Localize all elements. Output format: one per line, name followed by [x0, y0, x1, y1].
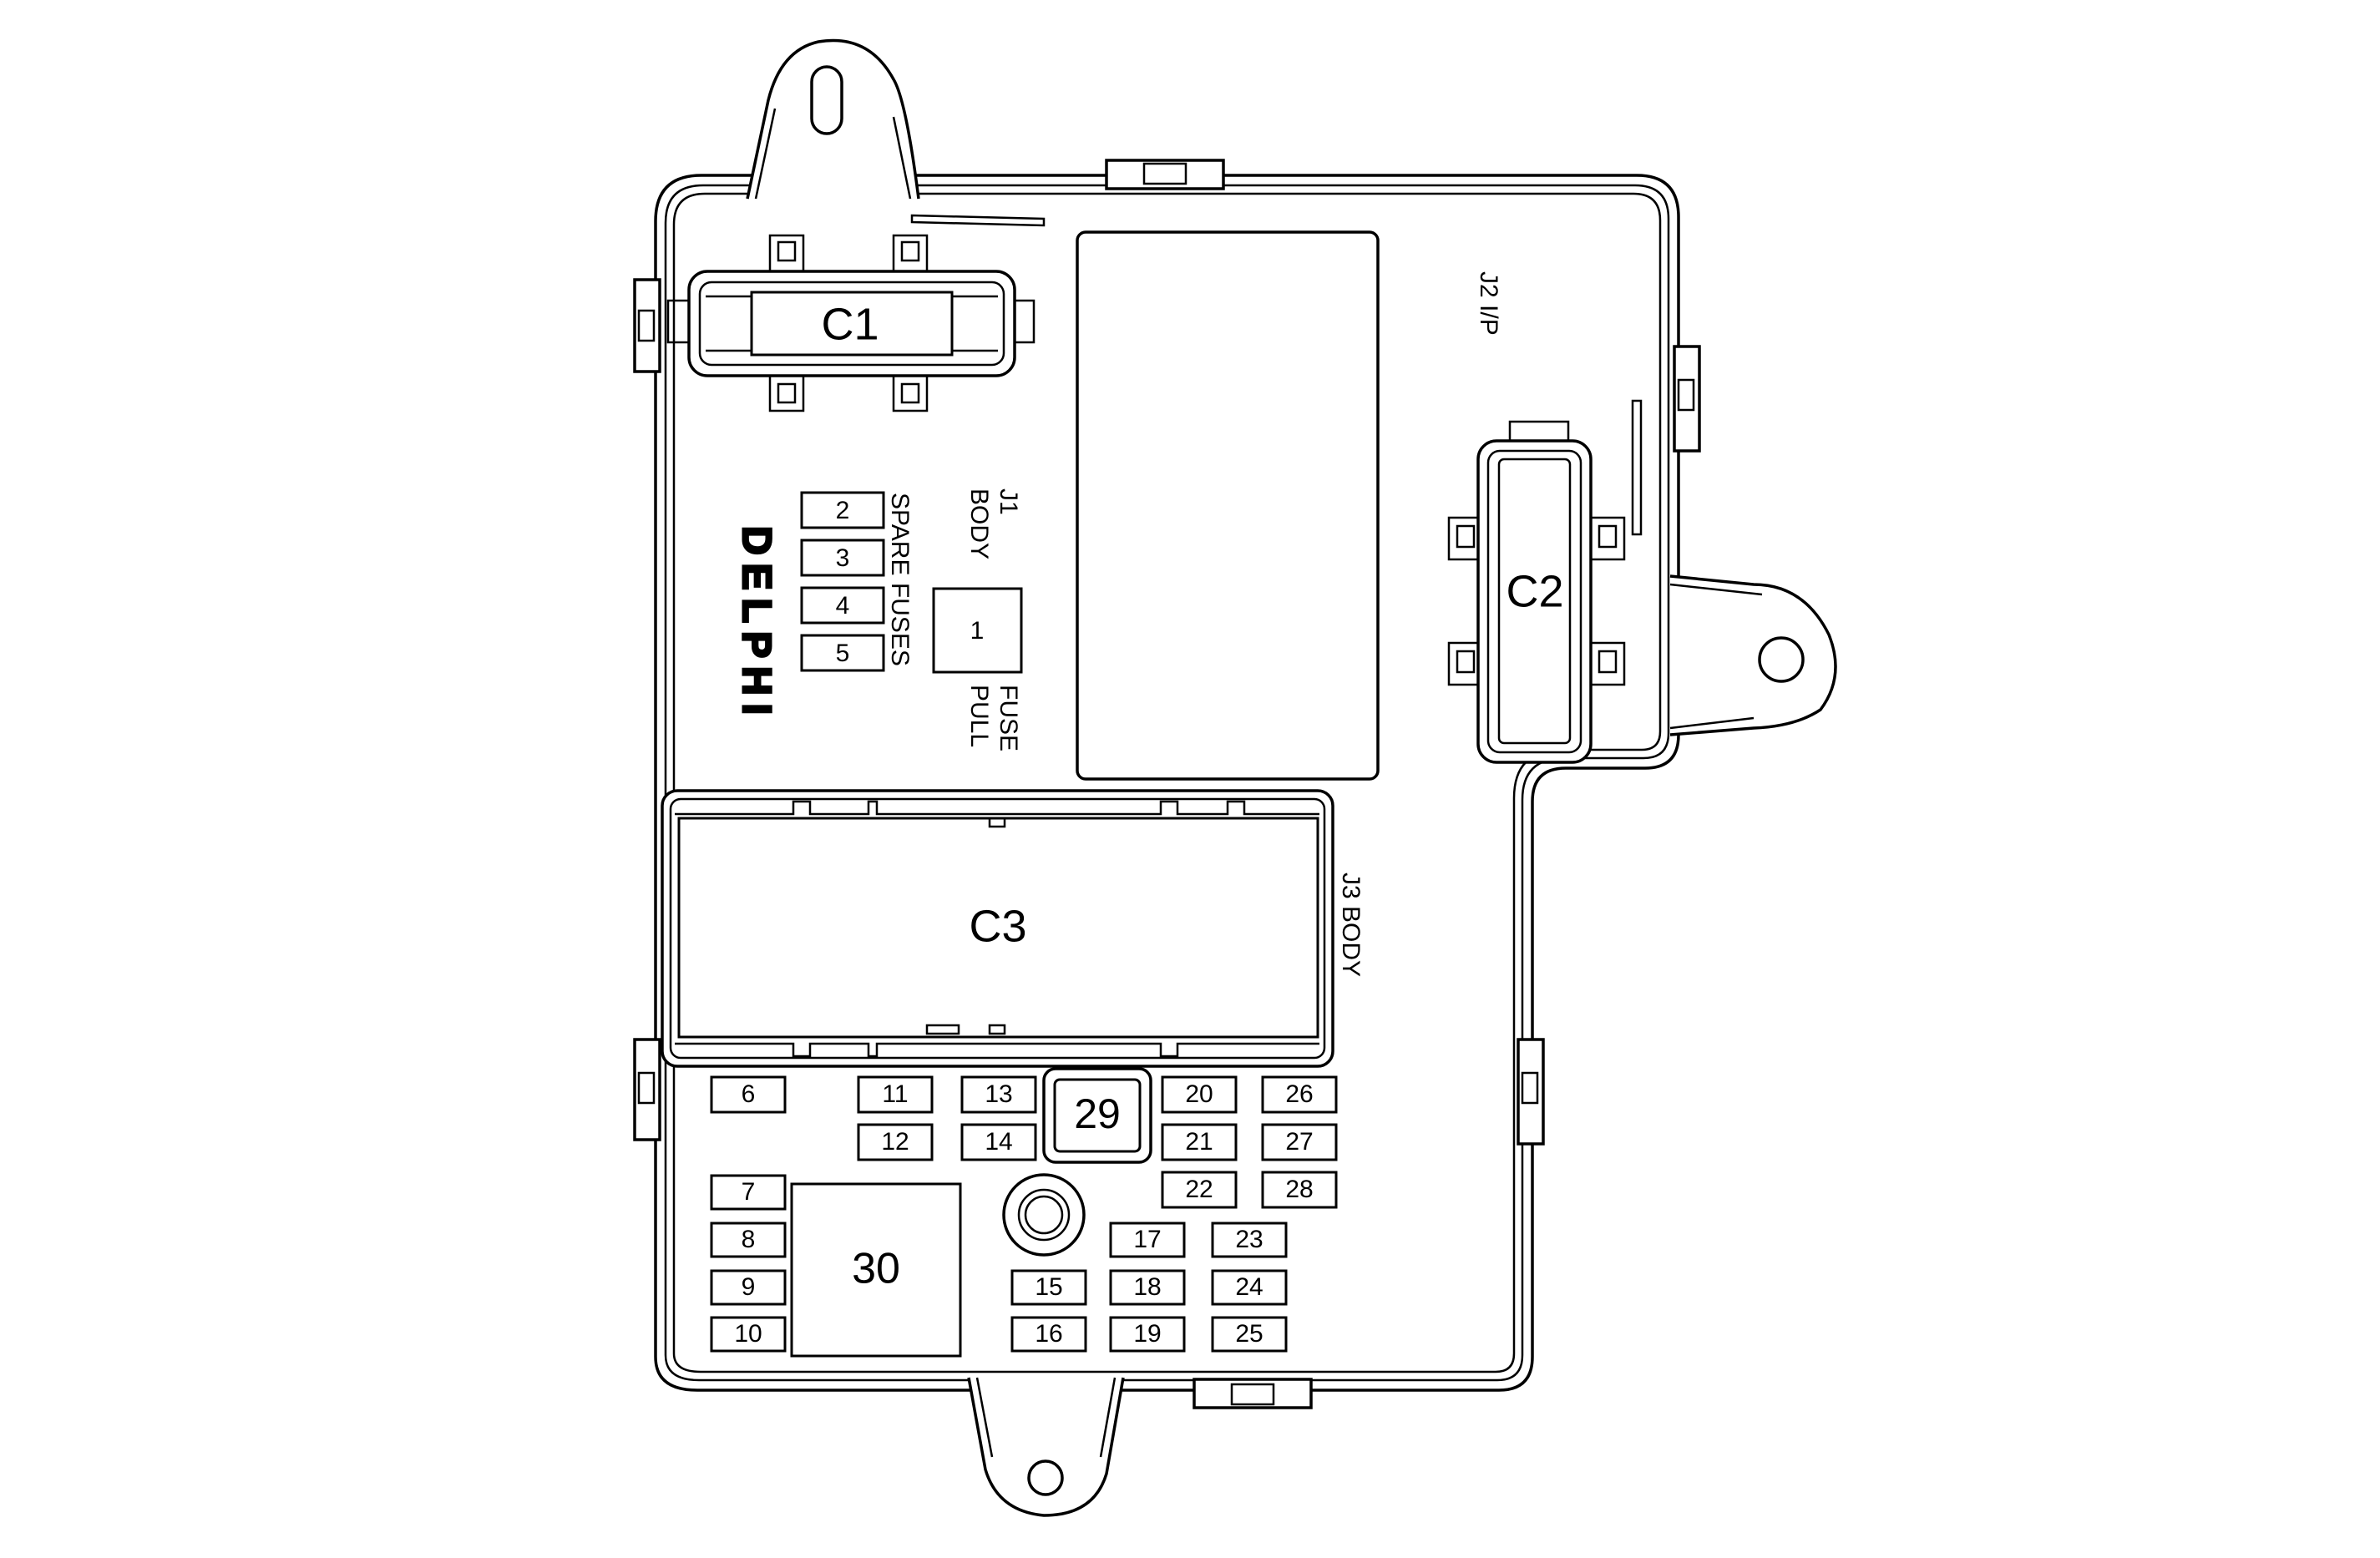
- fuse-pull-line1: FUSE: [995, 685, 1022, 751]
- relay-center-block: [1076, 230, 1380, 781]
- relay-30: 30: [790, 1182, 962, 1358]
- fuse-7: 7: [742, 1178, 756, 1206]
- fuse-puller: [932, 587, 1023, 674]
- fuse-20: 20: [1185, 1080, 1213, 1108]
- fuse-pull-label: FUSE PULL: [965, 685, 1022, 751]
- c1-label: C1: [821, 299, 879, 349]
- fuse-18: 18: [1133, 1273, 1161, 1301]
- fuse-10: 10: [734, 1320, 762, 1348]
- fuse-4: 4: [836, 592, 850, 620]
- j2-label: J2 I/P: [1475, 271, 1502, 336]
- fuse-13: 13: [985, 1080, 1012, 1108]
- fuse-3: 3: [836, 544, 850, 572]
- right-slot: [1631, 399, 1643, 536]
- fuse-14: 14: [985, 1128, 1012, 1156]
- fuse-15: 15: [1035, 1273, 1062, 1301]
- fuse-17: 17: [1133, 1226, 1161, 1253]
- fuse-12: 12: [881, 1128, 909, 1156]
- fuse-pull-line2: PULL: [965, 685, 993, 747]
- spare-fuses: 2 3 4 5: [800, 491, 885, 672]
- fuse-21: 21: [1185, 1128, 1213, 1156]
- ground-stud: [1002, 1173, 1086, 1257]
- fuse-5: 5: [836, 640, 850, 667]
- fuse-25: 25: [1235, 1320, 1263, 1348]
- j1-label-line2: BODY: [965, 488, 993, 559]
- top-mounting-tab: [746, 38, 920, 200]
- j1-label-line1: J1: [995, 488, 1022, 515]
- housing: [654, 174, 1680, 1392]
- side-clips: [633, 159, 1701, 1409]
- fuse-8: 8: [742, 1226, 756, 1253]
- j1-label: J1 BODY: [965, 488, 1022, 559]
- delphi-logo: DELPHI: [734, 526, 778, 723]
- fuse-2: 2: [836, 497, 850, 524]
- fuse-29: 29: [1074, 1090, 1121, 1137]
- fuse-6: 6: [742, 1080, 756, 1108]
- j3-label: J3 BODY: [1337, 873, 1365, 977]
- top-slot: [910, 214, 1046, 227]
- fuse-27: 27: [1285, 1128, 1313, 1156]
- connector-c1: C1: [666, 234, 1036, 412]
- connector-c3: C3: [661, 789, 1334, 1068]
- fuse-28: 28: [1285, 1176, 1313, 1203]
- bottom-mounting-tab: [967, 1377, 1125, 1517]
- spare-fuses-label: SPARE FUSES: [886, 493, 914, 666]
- fuse-30: 30: [852, 1245, 900, 1293]
- fuse-16: 16: [1035, 1320, 1062, 1348]
- fuse-22: 22: [1185, 1176, 1213, 1203]
- fuse-29-holder: 29: [1042, 1067, 1152, 1164]
- c2-label: C2: [1506, 566, 1563, 616]
- fuse-19: 19: [1133, 1320, 1161, 1348]
- right-mounting-tab: [1669, 574, 1837, 736]
- fuse-array: 6 7 8 9 10 11 12 13 14 15 16 17 18 19 20…: [710, 1075, 1338, 1353]
- fuse-1: 1: [970, 617, 985, 645]
- c3-label: C3: [969, 901, 1026, 951]
- fuse-9: 9: [742, 1273, 756, 1301]
- fuse-23: 23: [1235, 1226, 1263, 1253]
- fuse-26: 26: [1285, 1080, 1313, 1108]
- fuse-11: 11: [882, 1080, 908, 1108]
- connector-c2: C2: [1447, 420, 1626, 764]
- fuse-24: 24: [1235, 1273, 1263, 1301]
